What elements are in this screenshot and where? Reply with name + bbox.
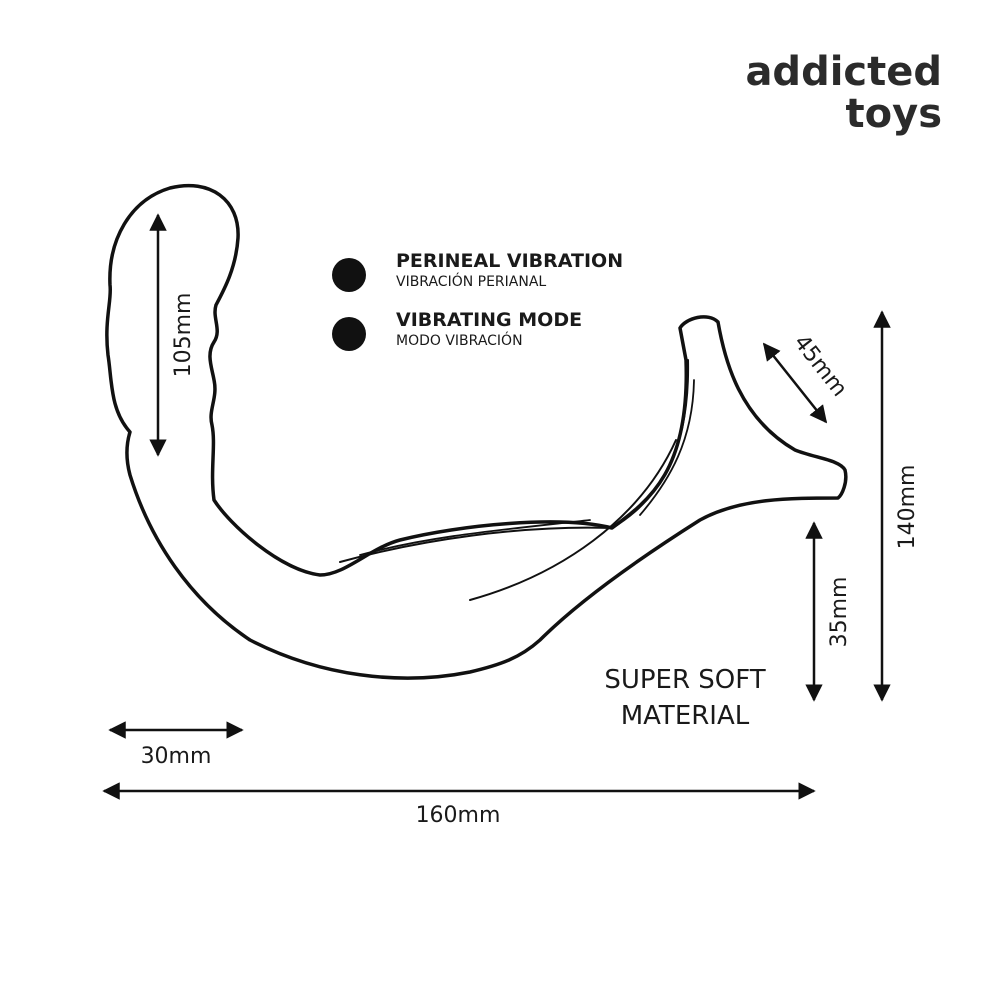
material-note: SUPER SOFT MATERIAL <box>580 662 790 734</box>
feature-title: PERINEAL VIBRATION <box>396 250 624 272</box>
dimension-arrow-ring-width <box>762 342 828 424</box>
feature-subtitle: MODO VIBRACIÓN <box>396 333 523 349</box>
brand-logo: addicted toys <box>745 52 942 134</box>
feature-bullet-icon <box>332 258 366 292</box>
dimension-label-total-length: 160mm <box>416 803 501 828</box>
dimension-label-ring-width: 45mm <box>788 330 851 401</box>
dimension-label-ring-height: 35mm <box>827 577 852 648</box>
brand-logo-line2: toys <box>845 91 942 137</box>
feature-subtitle: VIBRACIÓN PERIANAL <box>396 274 547 290</box>
material-note-line1: SUPER SOFT <box>604 665 766 695</box>
material-note-line2: MATERIAL <box>620 701 750 731</box>
feature-title: VIBRATING MODE <box>396 309 583 331</box>
product-outline <box>105 183 848 680</box>
dimension-label-probe-width: 30mm <box>141 744 212 769</box>
dimension-label-probe-length: 105mm <box>171 293 196 378</box>
feature-bullet-icon <box>332 317 366 351</box>
brand-logo-line1: addicted <box>745 49 942 95</box>
dimension-label-total-height: 140mm <box>895 465 920 550</box>
